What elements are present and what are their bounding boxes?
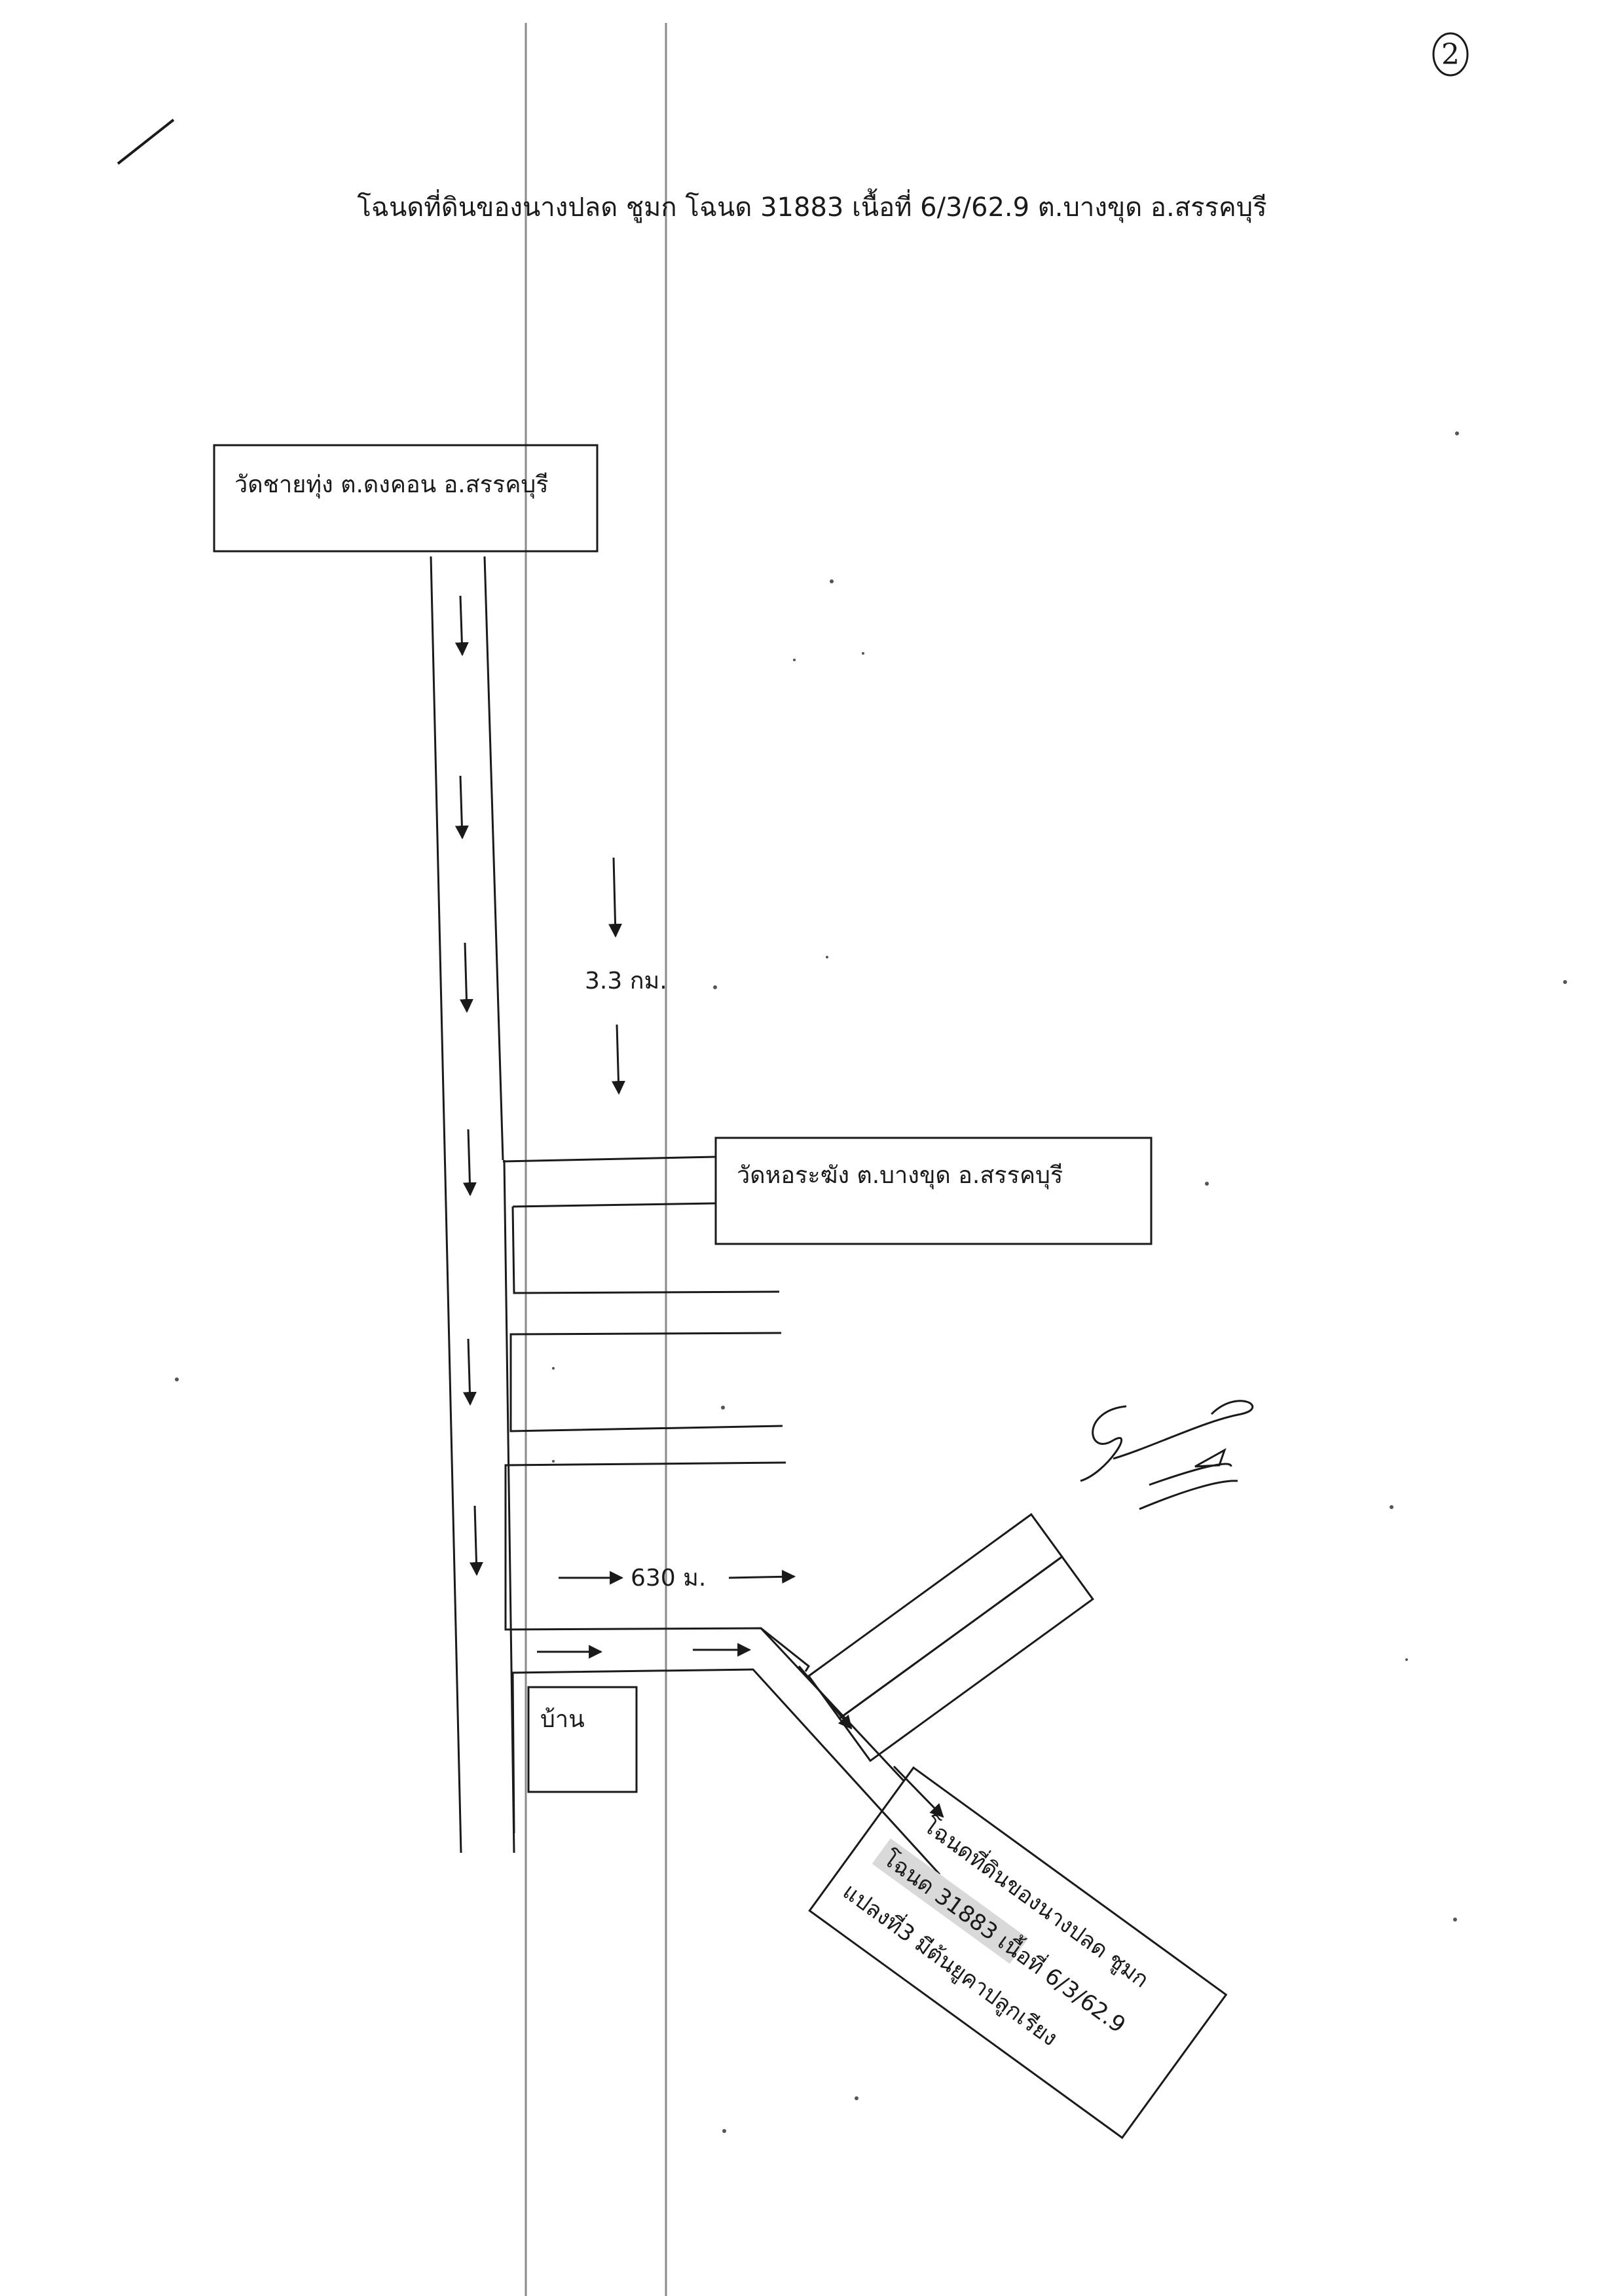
speckle <box>1455 431 1459 435</box>
main-road-arrows <box>454 595 625 1576</box>
start-label: วัดชายทุ่ง ต.ดงคอน อ.สรรคบุรี <box>234 471 549 499</box>
arrow-down <box>462 1338 477 1406</box>
speckle <box>552 1367 555 1370</box>
distance-main-label: 3.3 กม. <box>585 968 667 994</box>
arrow-diagonal <box>893 1765 944 1818</box>
arrow-down <box>469 1505 483 1576</box>
side-lane <box>504 1461 810 1672</box>
arrow-down <box>608 857 623 938</box>
arrow-down <box>462 1129 477 1197</box>
speckle <box>1453 1918 1457 1922</box>
speckle <box>721 1406 725 1410</box>
deed-number-highlight <box>872 1838 1029 1964</box>
page-number: 2 <box>1432 32 1469 77</box>
main-road-left <box>430 556 462 1853</box>
branch-road-lower <box>511 1668 941 1876</box>
subject-plot-box <box>808 1766 1228 2140</box>
signature <box>1080 1400 1254 1510</box>
distance-branch-label: 630 ม. <box>631 1565 706 1592</box>
branch-arrows <box>537 1569 944 1818</box>
landmark-box <box>714 1137 1153 1245</box>
start-box <box>213 444 599 553</box>
speckle <box>855 2096 858 2100</box>
land-plots <box>807 1513 1094 1762</box>
neighbour-plot <box>807 1513 1063 1720</box>
scan-speckles <box>175 431 1567 2133</box>
landmark-label: วัดหอระฆัง ต.บางขุด อ.สรรคบุรี <box>737 1162 1063 1190</box>
subject-plot: โฉนดที่ดินของนางปลด ชูมก โฉนด 31883 เนื้… <box>808 1766 1228 2140</box>
arrow-down <box>454 595 469 657</box>
side-lane <box>511 1206 780 1294</box>
speckle <box>722 2129 726 2133</box>
speckle <box>1405 1658 1408 1661</box>
side-lanes <box>504 1206 941 1876</box>
arrow-down <box>611 1024 625 1095</box>
house-box <box>527 1686 638 1793</box>
speckle <box>1563 980 1567 984</box>
speckle <box>713 985 717 989</box>
arrow-right <box>728 1569 796 1584</box>
svg-text:2: 2 <box>1441 38 1460 71</box>
speckle <box>175 1377 179 1381</box>
speckle <box>826 956 828 958</box>
speckle <box>862 652 864 655</box>
speckle <box>1205 1182 1209 1186</box>
speckle <box>1390 1505 1393 1509</box>
document-title: โฉนดที่ดินของนางปลด ชูมก โฉนด 31883 เนื้… <box>357 188 1266 223</box>
main-road-right <box>483 556 504 1161</box>
arrow-down <box>454 775 469 840</box>
house-label: บ้าน <box>540 1706 585 1733</box>
landmark-road-bottom <box>512 1202 716 1208</box>
speckle <box>830 579 834 583</box>
landmark-road-top <box>502 1156 716 1163</box>
side-lane <box>509 1332 783 1432</box>
neighbour-plot <box>838 1555 1094 1762</box>
arrow-down <box>459 942 473 1013</box>
pen-stroke <box>117 118 175 165</box>
speckle <box>552 1460 555 1463</box>
speckle <box>793 659 796 661</box>
